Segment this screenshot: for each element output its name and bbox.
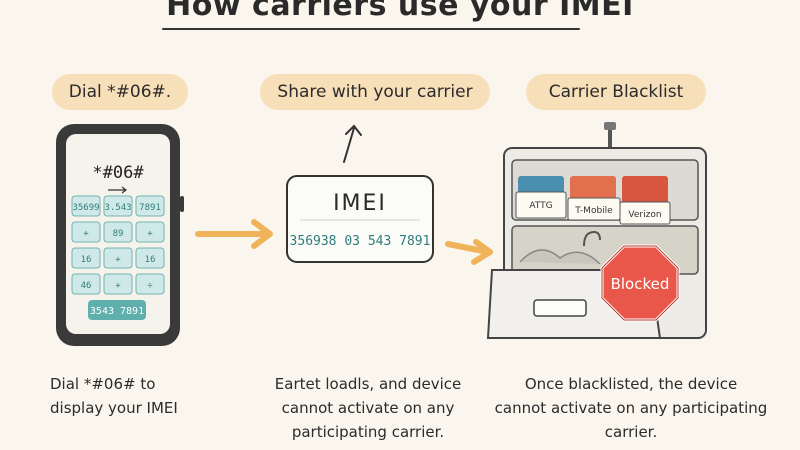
keypad-key-label: + bbox=[115, 281, 121, 291]
diagram-title: How carriers use your IMEI bbox=[166, 0, 634, 23]
filing-cabinet-illustration: ATTG T-Mobile Verizon bbox=[486, 122, 707, 339]
keypad-key bbox=[71, 273, 101, 295]
keypad-key bbox=[71, 247, 101, 269]
keypad-key-label: 7891 bbox=[139, 203, 161, 213]
phone-illustration: *#06# 35699 3.543 7891 +89 +16 +16 46 + ÷ 3543 7… bbox=[56, 124, 184, 346]
keypad-key bbox=[103, 195, 133, 217]
arrow-to-imei bbox=[195, 219, 273, 249]
folder-label-verizon: Verizon bbox=[628, 210, 661, 220]
phone-code-display: *#06# bbox=[92, 163, 144, 183]
step-3-caption-line: cannot activate on any participating bbox=[494, 399, 768, 417]
keypad-key-label: 3.543 bbox=[104, 203, 131, 213]
step-1-label: Dial *#06#. bbox=[52, 74, 188, 110]
step-2-caption-line: participating carrier. bbox=[291, 423, 445, 441]
imei-card-label: IMEI bbox=[333, 191, 387, 216]
keypad-key-label: 16 bbox=[81, 255, 92, 265]
step-1-caption-line: display your IMEI bbox=[50, 399, 178, 417]
step-2-caption: Eartet loadls, and device cannot activat… bbox=[248, 372, 488, 444]
keypad-key bbox=[71, 221, 101, 243]
arrow-to-cabinet bbox=[445, 239, 493, 265]
step-3-caption: Once blacklisted, the device cannot acti… bbox=[494, 372, 768, 444]
keypad-key-label: 16 bbox=[145, 255, 156, 265]
keypad-key bbox=[71, 195, 101, 217]
keypad-key bbox=[103, 273, 133, 295]
stop-sign-text: Blocked bbox=[611, 275, 670, 293]
keypad-key-label: ÷ bbox=[147, 281, 153, 291]
step-3-caption-line: carrier. bbox=[604, 423, 658, 441]
keypad-key bbox=[103, 247, 133, 269]
phone-keypad: 35699 3.543 7891 +89 +16 +16 46 + ÷ bbox=[71, 195, 165, 295]
keypad-key-label: 35699 bbox=[72, 203, 99, 213]
step-1-caption-line: Dial *#06# to bbox=[50, 375, 156, 393]
keypad-key-label: + bbox=[147, 229, 153, 239]
step-1-caption: Dial *#06# to display your IMEI bbox=[50, 372, 230, 420]
keypad-key-label: + bbox=[83, 229, 89, 239]
step-2-caption-line: Eartet loadls, and device bbox=[274, 375, 462, 393]
keypad-key bbox=[135, 195, 165, 217]
folder-label-tmobile: T-Mobile bbox=[574, 206, 613, 216]
step-2-label: Share with your carrier bbox=[260, 74, 490, 110]
imei-card-number: 356938 03 543 7891 bbox=[290, 234, 431, 249]
step-2-caption-line: cannot activate on any bbox=[281, 399, 455, 417]
step-3-label: Carrier Blacklist bbox=[526, 74, 706, 110]
step-3-caption-line: Once blacklisted, the device bbox=[524, 375, 738, 393]
keypad-key-label: 89 bbox=[113, 229, 124, 239]
keypad-key bbox=[103, 221, 133, 243]
folder-label-att: ATTG bbox=[529, 201, 552, 211]
phone-readout: 3543 7891 bbox=[90, 306, 144, 317]
keypad-key bbox=[135, 273, 165, 295]
keypad-key-label: + bbox=[115, 255, 121, 265]
arrow-up-share bbox=[343, 124, 362, 163]
title-underline bbox=[162, 28, 580, 30]
imei-card: IMEI 356938 03 543 7891 bbox=[286, 175, 434, 263]
blocked-stop-sign: Blocked bbox=[600, 244, 680, 322]
keypad-key bbox=[135, 221, 165, 243]
keypad-key bbox=[135, 247, 165, 269]
keypad-key-label: 46 bbox=[81, 281, 92, 291]
